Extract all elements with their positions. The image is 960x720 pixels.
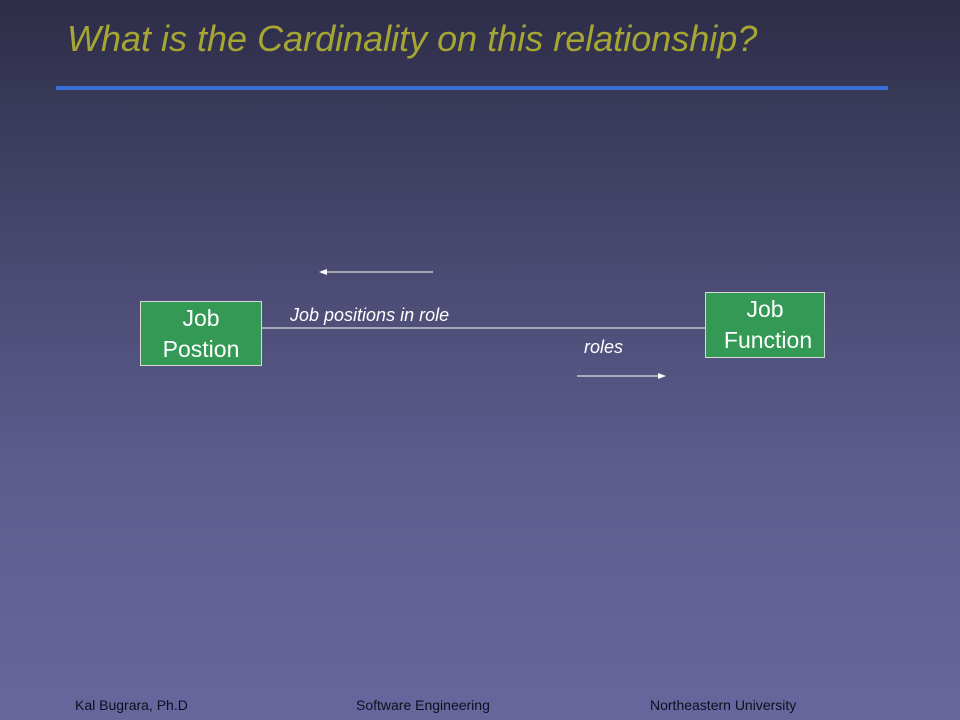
entity-job-position-line1: Job xyxy=(182,304,220,331)
entity-job-function-line1: Job xyxy=(746,296,784,322)
footer-course: Software Engineering xyxy=(356,697,490,713)
footer-author: Kal Bugrara, Ph.D xyxy=(75,697,188,713)
footer-institution: Northeastern University xyxy=(650,697,797,713)
relationship-label-roles: roles xyxy=(584,337,624,357)
title-underline xyxy=(56,86,888,90)
slide-title: What is the Cardinality on this relation… xyxy=(67,18,758,59)
entity-job-function-line2: Function xyxy=(723,327,813,353)
relationship-label-positions-in-role: Job positions in role xyxy=(290,305,450,325)
entity-job-position-line2: Postion xyxy=(162,335,240,362)
entity-job-function: Job Function xyxy=(705,292,825,358)
entity-job-position: Job Postion xyxy=(140,301,262,366)
